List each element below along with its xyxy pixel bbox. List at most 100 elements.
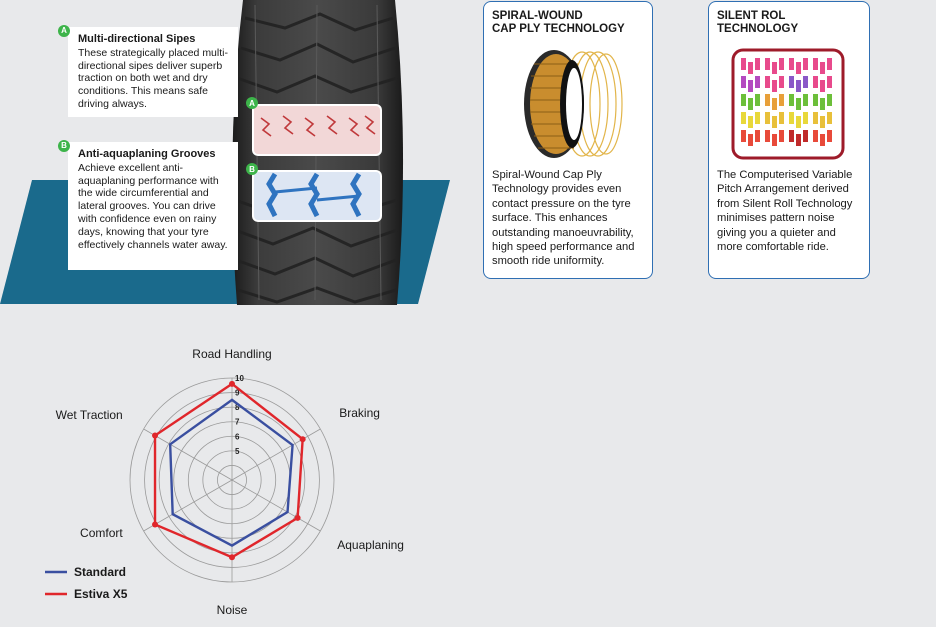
feature-card-grooves: B Anti-aquaplaning Grooves Achieve excel…	[58, 140, 238, 270]
pitch-block	[789, 76, 794, 88]
legend-label: Standard	[74, 565, 126, 579]
pitch-block	[789, 130, 794, 142]
pitch-block	[803, 112, 808, 124]
pitch-block	[813, 112, 818, 124]
radar-axis-label: Road Handling	[192, 347, 271, 361]
pitch-block	[741, 94, 746, 106]
pitch-block	[748, 116, 753, 128]
pitch-block	[772, 98, 777, 110]
tech-card-title-line1: SILENT ROL	[717, 10, 786, 22]
tech-card-title-line2: CAP PLY TECHNOLOGY	[492, 23, 625, 35]
radar-tick-label: 7	[235, 418, 240, 427]
pitch-block	[748, 98, 753, 110]
pitch-block	[789, 58, 794, 70]
pitch-block	[827, 130, 832, 142]
pitch-block	[820, 116, 825, 128]
callout-marker-b: B	[246, 163, 258, 175]
radar-data-point	[299, 436, 306, 443]
pitch-block	[803, 130, 808, 142]
pitch-block	[813, 94, 818, 106]
radar-data-point	[152, 432, 159, 439]
radar-data-point	[152, 521, 159, 528]
feature-card-sipes: A Multi-directional Sipes These strategi…	[58, 25, 238, 117]
pitch-block	[779, 76, 784, 88]
pitch-block	[820, 62, 825, 74]
pitch-block	[779, 94, 784, 106]
pitch-block	[813, 58, 818, 70]
tech-card-spiral-wound: SPIRAL-WOUND CAP PLY TECHNOLOGY Spiral-W…	[483, 1, 653, 279]
radar-tick-label: 9	[235, 389, 240, 398]
pitch-block	[820, 80, 825, 92]
pitch-block	[813, 130, 818, 142]
radar-tick-label: 8	[235, 403, 240, 412]
callout-marker-a: A	[246, 97, 258, 109]
pitch-block	[796, 80, 801, 92]
variable-pitch-icon	[731, 48, 845, 160]
pitch-block	[779, 130, 784, 142]
pitch-block	[755, 94, 760, 106]
pitch-block	[765, 58, 770, 70]
pitch-block	[772, 62, 777, 74]
pitch-block	[827, 76, 832, 88]
radar-axis-line	[231, 479, 321, 532]
pitch-block	[789, 112, 794, 124]
radar-axis-label: Noise	[217, 603, 248, 617]
pitch-block	[772, 80, 777, 92]
feature-body: These strategically placed multi-directi…	[78, 46, 228, 110]
radar-axis-label: Aquaplaning	[337, 538, 404, 552]
radar-tick-label: 6	[235, 432, 240, 441]
pitch-block	[772, 134, 777, 146]
pitch-block	[796, 98, 801, 110]
performance-radar-chart: 5 6 7 8 9 10 Road HandlingBrakingAquaplaningNo…	[45, 347, 404, 617]
pitch-block	[820, 134, 825, 146]
radar-data-point	[294, 514, 301, 521]
radar-tick-label: 10	[235, 374, 244, 383]
radar-axis-label: Comfort	[80, 526, 123, 540]
feature-title: Anti-aquaplaning Grooves	[78, 148, 216, 160]
pitch-block	[827, 58, 832, 70]
pitch-block	[796, 116, 801, 128]
pitch-block	[741, 130, 746, 142]
feature-title: Multi-directional Sipes	[78, 33, 196, 45]
feature-badge-a: A	[58, 25, 70, 37]
pitch-block	[820, 98, 825, 110]
radar-axis-line	[143, 479, 233, 532]
tyre-tread-image	[232, 0, 404, 305]
tech-card-silent-roll: SILENT ROL TECHNOLOGY The Computerised V…	[708, 1, 870, 279]
pitch-block	[765, 112, 770, 124]
pitch-block	[755, 58, 760, 70]
radar-tick-label: 5	[235, 447, 240, 456]
radar-axis-label: Braking	[339, 406, 380, 420]
pitch-block	[755, 112, 760, 124]
pitch-block	[827, 94, 832, 106]
pitch-block	[813, 76, 818, 88]
tech-card-body: The Computerised Variable Pitch Arrangem…	[717, 169, 853, 254]
tech-card-title-line2: TECHNOLOGY	[717, 23, 799, 35]
legend-label: Estiva X5	[74, 587, 128, 601]
pitch-block	[748, 62, 753, 74]
pitch-block	[765, 130, 770, 142]
radar-series-line	[153, 382, 304, 559]
radar-data-point	[229, 380, 235, 387]
pitch-block	[755, 76, 760, 88]
feature-body: Achieve excellent anti-aquaplaning perfo…	[78, 161, 228, 251]
tread-feature-section: A B A Multi-directional Sipes These stra…	[0, 0, 460, 310]
tech-card-title-line1: SPIRAL-WOUND	[492, 10, 583, 22]
pitch-block	[827, 112, 832, 124]
pitch-block	[796, 134, 801, 146]
pitch-block	[741, 112, 746, 124]
pitch-block	[748, 134, 753, 146]
pitch-block	[765, 94, 770, 106]
spiral-cap-ply-icon	[524, 50, 623, 158]
pitch-block	[741, 76, 746, 88]
radar-series-line	[168, 398, 294, 547]
radar-axis-label: Wet Traction	[56, 408, 123, 422]
radar-axis-line	[231, 428, 321, 481]
pitch-block	[772, 116, 777, 128]
feature-badge-b: B	[58, 140, 70, 152]
pitch-block	[779, 58, 784, 70]
tech-card-body: Spiral-Wound Cap Ply Technology provides…	[492, 169, 635, 268]
pitch-block	[765, 76, 770, 88]
pitch-block	[803, 58, 808, 70]
pitch-block	[748, 80, 753, 92]
